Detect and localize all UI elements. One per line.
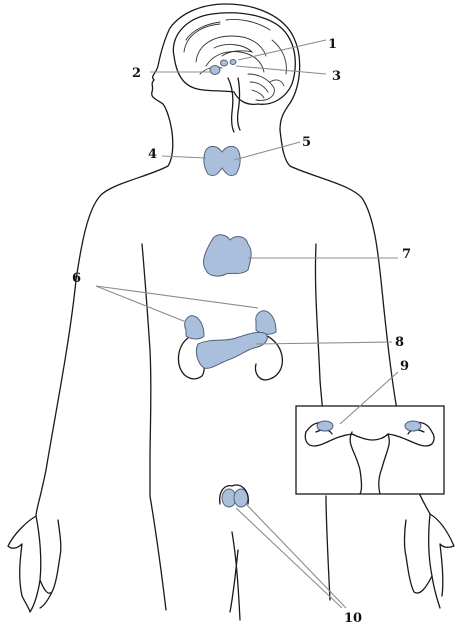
testes: [220, 485, 249, 507]
label-6: 6: [72, 271, 81, 286]
pancreas: [196, 332, 267, 368]
left-hand: [8, 516, 61, 612]
label-8: 8: [395, 335, 404, 350]
ovary-right: [405, 421, 421, 431]
ovary-left: [317, 421, 333, 431]
body-outline: [36, 130, 430, 620]
label-4: 4: [148, 147, 157, 162]
right-hand: [405, 514, 455, 608]
pituitary-gland: [210, 66, 220, 75]
head-outline: [152, 4, 300, 132]
label-2: 2: [132, 66, 141, 81]
ovaries-inset: [296, 406, 444, 494]
number-labels: 1 2 3 4 5 6 7 8 9 10: [72, 37, 411, 626]
label-3: 3: [332, 69, 341, 84]
thyroid-gland: [204, 146, 240, 175]
thymus-gland: [204, 235, 252, 276]
label-10: 10: [344, 611, 362, 626]
label-1: 1: [328, 37, 337, 52]
leader-lines: [96, 40, 398, 608]
label-5: 5: [302, 135, 311, 150]
head-glands: [210, 60, 236, 75]
label-9: 9: [400, 359, 409, 374]
pineal-gland: [230, 60, 236, 65]
label-7: 7: [402, 247, 411, 262]
hypothalamus: [221, 60, 228, 66]
